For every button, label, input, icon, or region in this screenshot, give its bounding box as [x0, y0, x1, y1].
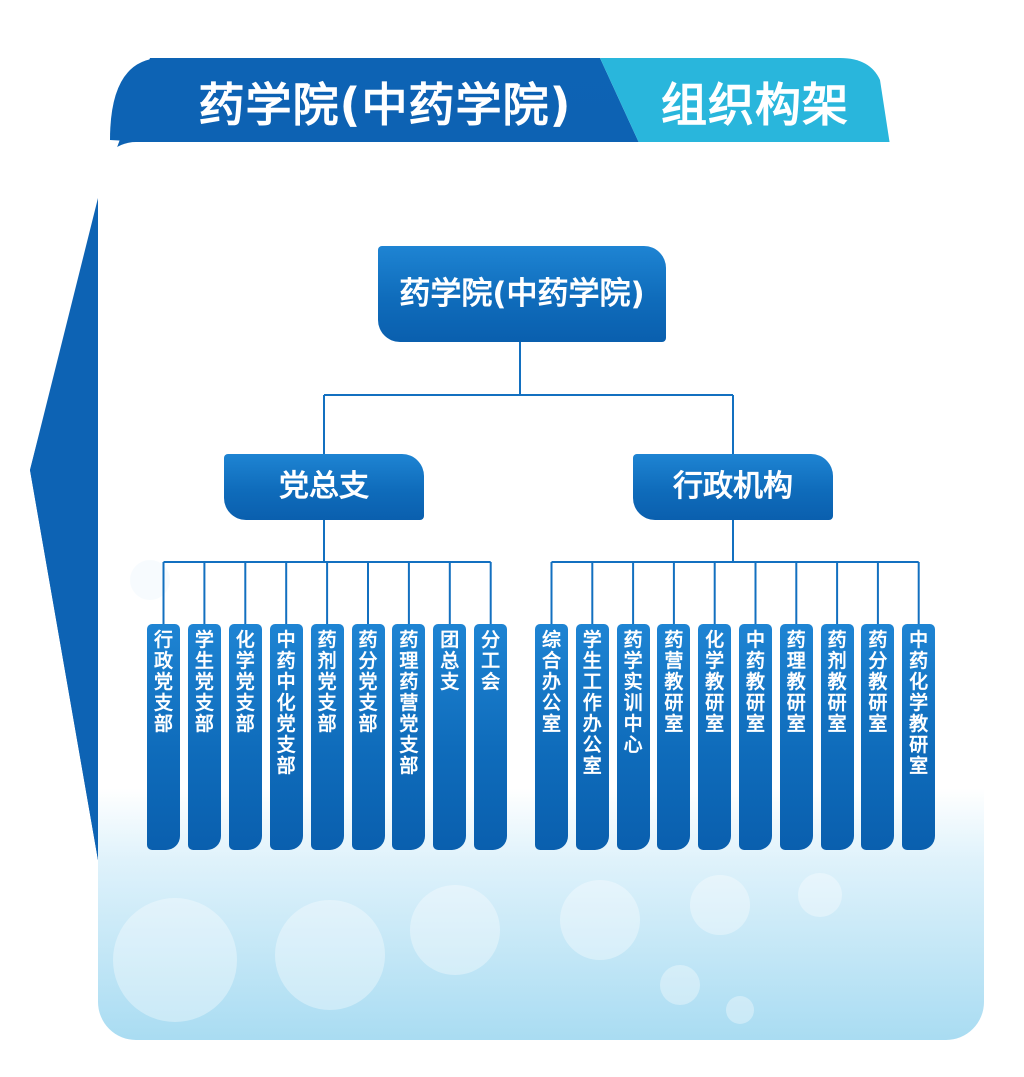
org-leaf-node: 学生工作办公室 — [575, 624, 609, 850]
org-leaf-label: 中药教研室 — [745, 629, 765, 735]
header-title: 药学院(中药学院) — [198, 78, 572, 132]
org-leaf-node: 药分教研室 — [861, 624, 895, 850]
org-leaf-node: 药营教研室 — [657, 624, 691, 850]
org-leaf-node: 中药中化党支部 — [269, 624, 303, 850]
org-leaf-node: 药理教研室 — [779, 624, 813, 850]
org-leaf-node: 团总支 — [433, 624, 467, 850]
org-leaf-label: 药分教研室 — [868, 629, 888, 735]
org-leaf-label: 中药化学教研室 — [909, 629, 929, 777]
org-leaf-node: 分工会 — [474, 624, 508, 850]
header-subtitle: 组织构架 — [661, 78, 849, 132]
org-leaf-label: 药分党支部 — [358, 629, 378, 735]
org-branch-party: 党总支 — [224, 454, 424, 520]
org-leaf-node: 行政党支部 — [147, 624, 180, 850]
org-leaf-node: 学生党支部 — [187, 624, 221, 850]
org-leaf-node: 药理药营党支部 — [392, 624, 426, 850]
org-leaf-label: 学生工作办公室 — [582, 629, 602, 777]
org-leaf-label: 分工会 — [481, 629, 501, 693]
org-leaf-label: 药理药营党支部 — [399, 629, 419, 777]
org-leaf-node: 化学党支部 — [228, 624, 262, 850]
org-leaf-label: 化学党支部 — [235, 629, 255, 735]
org-leaf-label: 团总支 — [440, 629, 460, 693]
org-leaf-label: 药学实训中心 — [623, 629, 643, 756]
org-leaf-node: 药剂教研室 — [820, 624, 854, 850]
org-leaf-label: 药理教研室 — [786, 629, 806, 735]
org-leaf-node: 中药教研室 — [739, 624, 772, 850]
org-leaf-node: 中药化学教研室 — [902, 624, 936, 850]
org-leaf-node: 药分党支部 — [351, 624, 385, 850]
frame-left-edge — [30, 170, 105, 860]
org-leaf-label: 药剂教研室 — [827, 629, 847, 735]
connector-lines — [162, 342, 920, 624]
org-leaf-label: 综合办公室 — [541, 629, 561, 735]
org-root-node: 药学院(中药学院) — [378, 246, 666, 342]
org-leaf-label: 药营教研室 — [664, 629, 684, 735]
org-branch-admin: 行政机构 — [633, 454, 833, 520]
frame-cyan-tab — [600, 58, 890, 145]
org-leaf-label: 学生党支部 — [194, 629, 214, 735]
org-leaf-label: 药剂党支部 — [317, 629, 337, 735]
org-leaf-node: 化学教研室 — [698, 624, 732, 850]
org-leaf-node: 综合办公室 — [535, 624, 568, 850]
org-leaf-label: 行政党支部 — [153, 629, 173, 735]
org-leaf-label: 中药中化党支部 — [276, 629, 296, 777]
org-leaf-node: 药学实训中心 — [616, 624, 650, 850]
org-leaf-label: 化学教研室 — [705, 629, 725, 735]
org-leaf-node: 药剂党支部 — [310, 624, 344, 850]
